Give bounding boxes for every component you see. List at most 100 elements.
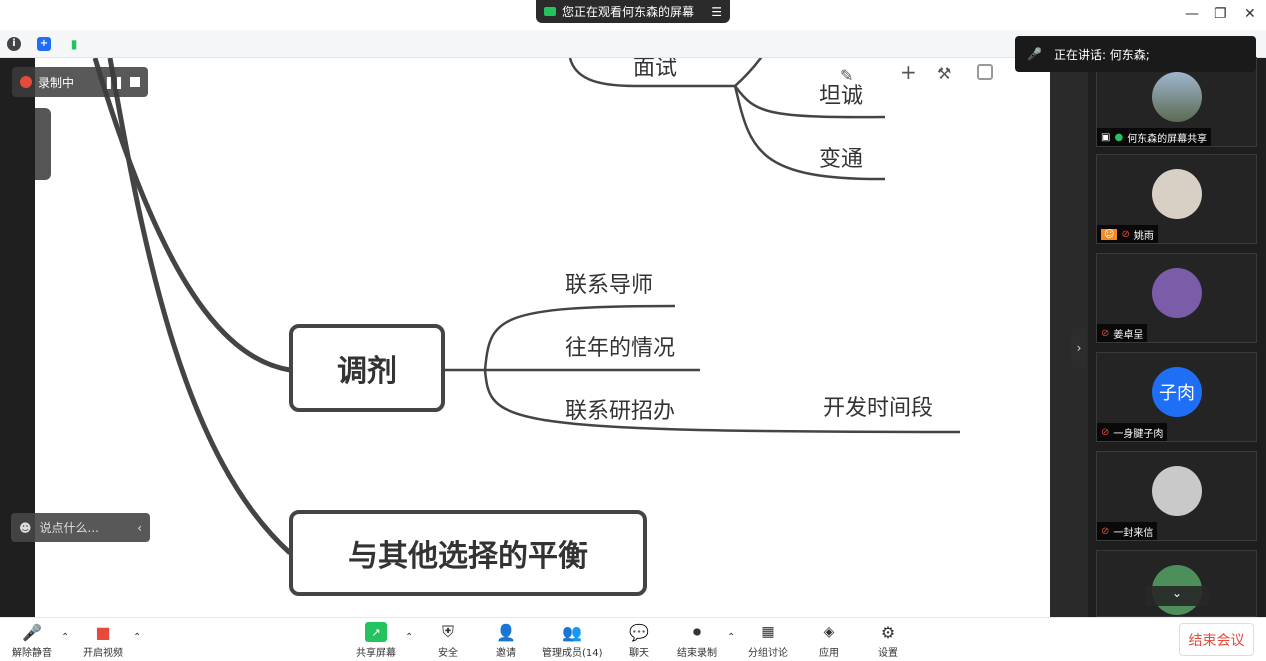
meeting-toolbar: 🎤 解除静音 ⌃ ■ 开启视频 ⌃ ↗ 共享屏幕 ⌃ ⛨ 安全 👤 邀请 👥 管… bbox=[0, 617, 1266, 661]
members-icon: 👥 bbox=[562, 622, 583, 642]
mic-muted-icon: 🎤 bbox=[1027, 47, 1042, 61]
video-label: 开启视频 bbox=[83, 648, 123, 659]
avatar bbox=[1152, 72, 1202, 122]
expand-panel-button[interactable]: › bbox=[1071, 328, 1087, 368]
mic-muted-icon: ⊘ bbox=[1101, 327, 1110, 339]
invite-button[interactable]: 👤 邀请 bbox=[495, 622, 517, 660]
emoji-icon[interactable]: ☻ bbox=[19, 520, 32, 535]
pause-icon[interactable]: ❚❚ bbox=[103, 75, 124, 89]
settings-label: 设置 bbox=[878, 648, 898, 659]
shield-icon[interactable]: + bbox=[37, 37, 51, 51]
chevron-up-icon[interactable]: ⌃ bbox=[727, 632, 736, 643]
minimize-button[interactable]: — bbox=[1185, 6, 1199, 22]
apps-label: 应用 bbox=[819, 648, 839, 659]
participant-tile[interactable]: ⊘ 一封来信 bbox=[1096, 451, 1257, 541]
avatar bbox=[1152, 169, 1202, 219]
share-screen-icon: ↗ bbox=[365, 622, 387, 642]
node-biantong[interactable]: 变通 bbox=[819, 147, 864, 172]
node-pingheng[interactable]: 与其他选择的平衡 bbox=[289, 510, 647, 596]
chevron-up-icon[interactable]: ⌃ bbox=[133, 632, 142, 643]
mindmap-canvas: 面试 坦诚 变通 调剂 联系导师 往年的情况 联系研招办 开发时间段 与其他选择… bbox=[35, 58, 1050, 617]
chat-input[interactable]: ☻ 说点什么... ‹ bbox=[11, 513, 150, 542]
node-lianxidaoshi[interactable]: 联系导师 bbox=[565, 273, 654, 298]
viewing-banner[interactable]: 您正在观看何东森的屏幕 ☰ bbox=[536, 0, 730, 23]
share-label: 共享屏幕 bbox=[356, 648, 396, 659]
start-video-button[interactable]: ■ 开启视频 bbox=[83, 622, 123, 660]
participant-label: ⊘ 一封来信 bbox=[1097, 522, 1158, 540]
mic-muted-icon: ⊘ bbox=[1101, 426, 1110, 438]
menu-icon[interactable]: ☰ bbox=[711, 4, 722, 19]
participant-name: 姜卓呈 bbox=[1113, 329, 1144, 341]
close-button[interactable]: ✕ bbox=[1244, 6, 1256, 22]
signal-icon[interactable]: ▮ bbox=[70, 37, 78, 51]
participant-tile[interactable]: ⊘ 姜卓呈 bbox=[1096, 253, 1257, 343]
stop-recording-button[interactable]: ⏺ 结束录制 bbox=[677, 622, 717, 659]
members-label: 管理成员(14) bbox=[542, 648, 603, 659]
share-screen-button[interactable]: ↗ 共享屏幕 bbox=[356, 622, 396, 659]
apps-button[interactable]: ◈ 应用 bbox=[818, 622, 840, 659]
participant-tile[interactable]: ⌄ bbox=[1096, 550, 1257, 617]
plus-icon[interactable]: + bbox=[900, 60, 917, 84]
info-icon[interactable]: i bbox=[7, 37, 21, 51]
settings-button[interactable]: ⚙ 设置 bbox=[877, 622, 899, 660]
participant-tile[interactable]: ▣ ● 何东森的屏幕共享 bbox=[1096, 57, 1257, 147]
unmute-button[interactable]: 🎤 解除静音 bbox=[12, 622, 52, 660]
participant-name: 一封来信 bbox=[1113, 527, 1154, 539]
node-tancheng[interactable]: 坦诚 bbox=[819, 84, 864, 109]
add-user-icon: 👤 bbox=[496, 622, 516, 642]
avatar bbox=[1152, 268, 1202, 318]
node-shijianduan[interactable]: 开发时间段 bbox=[823, 396, 934, 421]
collapse-icon[interactable]: ‹ bbox=[137, 520, 142, 535]
unmute-label: 解除静音 bbox=[12, 648, 52, 659]
apps-icon: ◈ bbox=[823, 624, 835, 640]
security-button[interactable]: ⛨ 安全 bbox=[437, 622, 459, 659]
participant-name: 何东森的屏幕共享 bbox=[1127, 133, 1208, 145]
shield-icon: ⛨ bbox=[441, 622, 454, 641]
participant-name: 姚雨 bbox=[1133, 230, 1154, 242]
host-icon: ☺ bbox=[1101, 228, 1118, 240]
scroll-down-icon[interactable]: ⌄ bbox=[1145, 586, 1209, 606]
brush-icon[interactable]: ⚒ bbox=[937, 64, 952, 83]
chat-label: 聊天 bbox=[629, 648, 649, 659]
mic-icon: ● bbox=[1114, 131, 1124, 143]
pencil-icon[interactable]: ✎ bbox=[840, 66, 854, 85]
frame-icon[interactable] bbox=[977, 64, 993, 80]
mic-muted-icon: ⊘ bbox=[1121, 228, 1130, 240]
mindmap-lines bbox=[92, 58, 961, 555]
video-off-icon: ■ bbox=[95, 622, 111, 642]
recording-indicator: 录制中 ❚❚ bbox=[12, 67, 148, 97]
side-handle[interactable] bbox=[35, 108, 51, 180]
participant-label: ☺ ⊘ 姚雨 bbox=[1097, 225, 1158, 243]
recording-label: 录制中 bbox=[38, 75, 75, 90]
chat-button[interactable]: 💬 聊天 bbox=[628, 622, 650, 660]
node-wangnian[interactable]: 往年的情况 bbox=[565, 336, 676, 361]
camera-icon bbox=[544, 7, 556, 16]
shared-screen: 面试 坦诚 变通 调剂 联系导师 往年的情况 联系研招办 开发时间段 与其他选择… bbox=[0, 58, 1088, 617]
manage-members-button[interactable]: 👥 管理成员(14) bbox=[542, 622, 603, 660]
restore-button[interactable]: ❐ bbox=[1214, 6, 1227, 22]
participant-label: ⊘ 姜卓呈 bbox=[1097, 324, 1148, 342]
avatar: 子肉 bbox=[1152, 367, 1202, 417]
gear-icon: ⚙ bbox=[880, 622, 896, 642]
end-meeting-button[interactable]: 结束会议 bbox=[1179, 623, 1254, 656]
participant-tile[interactable]: 子肉 ⊘ 一身腱子肉 bbox=[1096, 352, 1257, 442]
node-tiaoji[interactable]: 调剂 bbox=[289, 324, 445, 412]
avatar bbox=[1152, 466, 1202, 516]
stop-icon[interactable] bbox=[130, 77, 140, 87]
node-yanzhaoban[interactable]: 联系研招办 bbox=[565, 399, 676, 424]
chevron-up-icon[interactable]: ⌃ bbox=[405, 632, 414, 643]
participant-label: ▣ ● 何东森的屏幕共享 bbox=[1097, 128, 1212, 146]
stop-record-icon: ⏺ bbox=[692, 622, 701, 641]
chat-icon: 💬 bbox=[629, 622, 649, 642]
breakout-button[interactable]: ▦ 分组讨论 bbox=[748, 622, 788, 659]
share-icon: ▣ bbox=[1101, 131, 1111, 143]
participant-tile[interactable]: ☺ ⊘ 姚雨 bbox=[1096, 154, 1257, 244]
breakout-label: 分组讨论 bbox=[748, 648, 788, 659]
stop-record-label: 结束录制 bbox=[677, 648, 717, 659]
node-mianshi[interactable]: 面试 bbox=[633, 58, 678, 81]
title-bar: 您正在观看何东森的屏幕 ☰ — ❐ ✕ bbox=[0, 0, 1266, 30]
viewing-label: 您正在观看何东森的屏幕 bbox=[562, 5, 695, 19]
chevron-up-icon[interactable]: ⌃ bbox=[61, 632, 70, 643]
chat-placeholder: 说点什么... bbox=[39, 521, 99, 535]
participant-label: ⊘ 一身腱子肉 bbox=[1097, 423, 1168, 441]
